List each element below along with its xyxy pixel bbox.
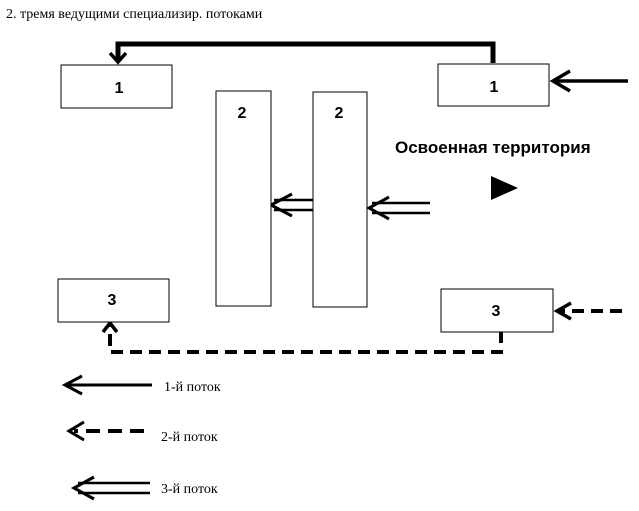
- box-3-right-label: 3: [492, 303, 501, 320]
- legend: 1-й поток 2-й поток 3-й поток: [61, 374, 221, 501]
- box-3-left: 3: [57, 278, 170, 323]
- flow-1-arrows: [108, 41, 628, 93]
- box-1-right-label: 1: [490, 79, 499, 96]
- legend-arrow-solid-icon: [61, 374, 83, 396]
- box-2-right: 2: [312, 91, 368, 308]
- legend-item-flow-1: 1-й поток: [61, 374, 221, 396]
- legend-label-flow-2: 2-й поток: [161, 430, 218, 445]
- legend-label-flow-3: 3-й поток: [161, 482, 218, 497]
- box-2-left-label: 2: [238, 105, 247, 122]
- direction-triangle-icon: [491, 176, 518, 200]
- territory-label: Освоенная территория: [395, 138, 591, 157]
- legend-label-flow-1: 1-й поток: [164, 380, 221, 395]
- flow-2-arrows: [101, 301, 622, 354]
- legend-item-flow-2: 2-й поток: [66, 420, 218, 445]
- legend-arrow-dashed-icon: [66, 420, 85, 442]
- box-2-left: 2: [215, 90, 272, 307]
- box-3-left-label: 3: [108, 292, 117, 309]
- box-1-left-label: 1: [115, 80, 124, 97]
- legend-arrow-double-icon: [70, 475, 95, 501]
- legend-item-flow-3: 3-й поток: [70, 475, 218, 501]
- box-1-right: 1: [437, 63, 550, 107]
- box-1-left: 1: [60, 64, 173, 109]
- box-3-right: 3: [440, 288, 554, 333]
- diagram-heading: 2. тремя ведущими специализир. потоками: [6, 7, 263, 22]
- box-2-right-label: 2: [335, 105, 344, 122]
